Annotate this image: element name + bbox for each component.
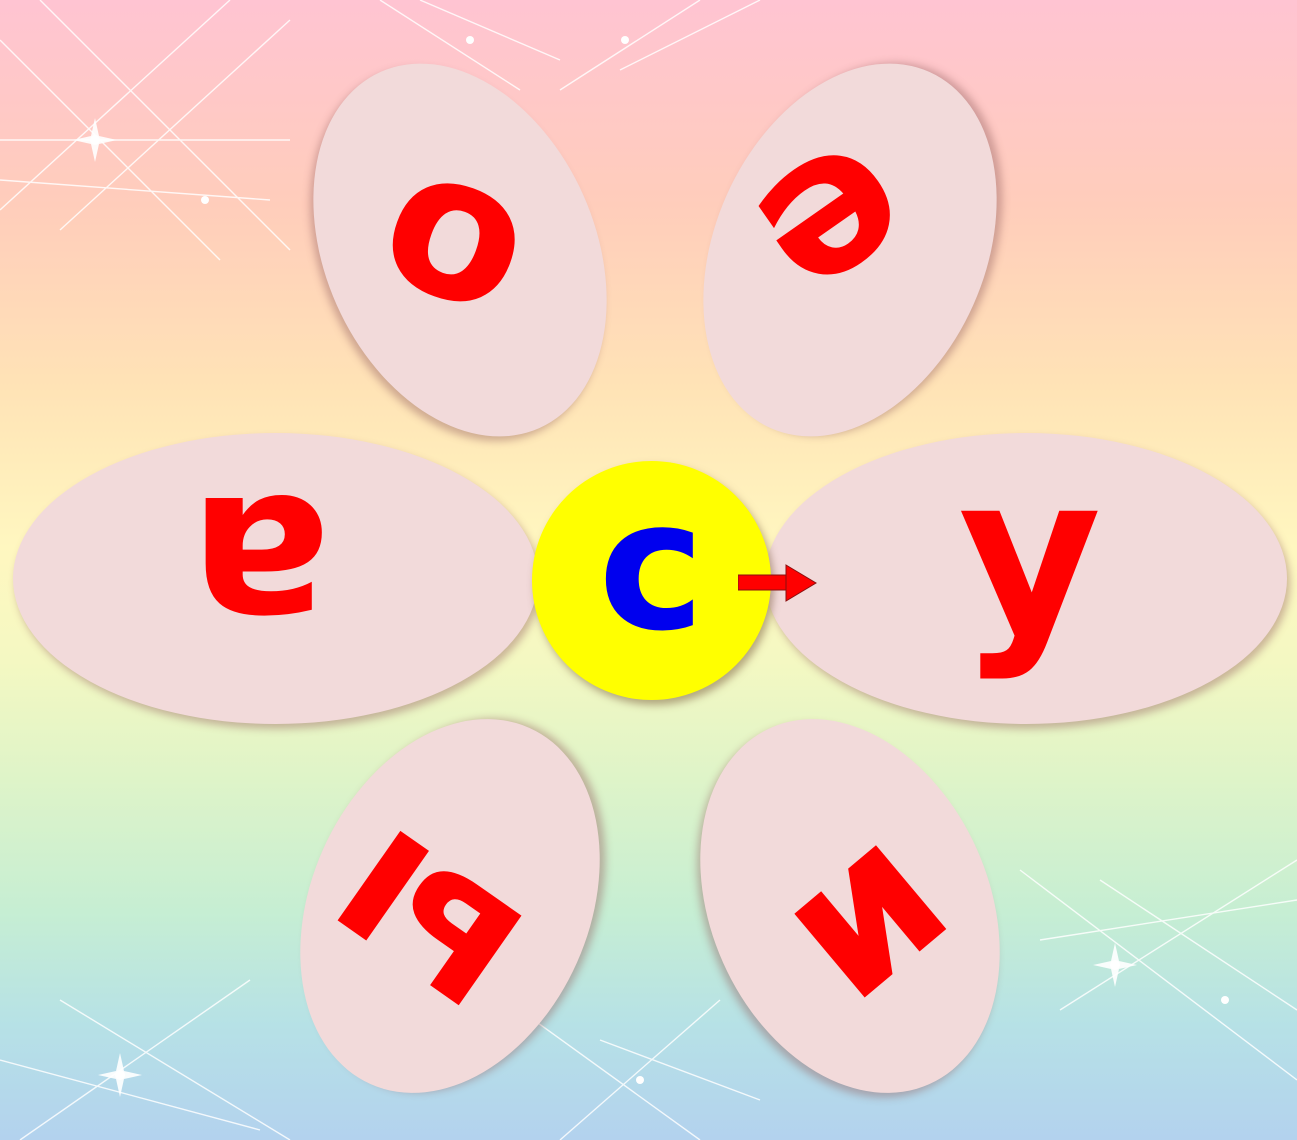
petal-letter-right: у: [940, 445, 1120, 675]
center-letter: с: [532, 461, 771, 700]
petal-letter-left: а: [180, 455, 340, 675]
arrow-right-icon: [738, 562, 818, 604]
